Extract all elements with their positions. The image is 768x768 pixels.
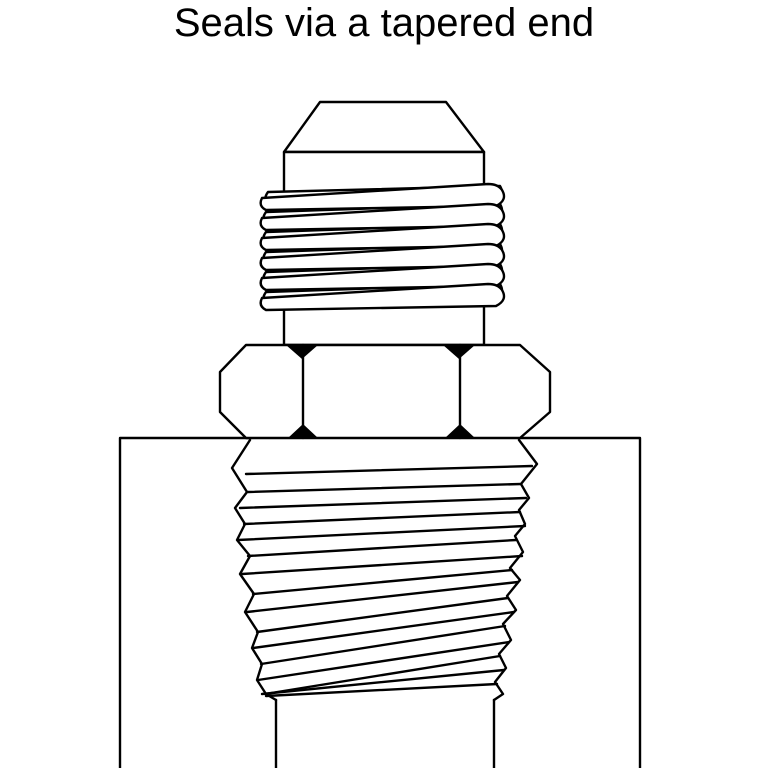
- male-thread-coils: [259, 182, 506, 312]
- female-internal-threads: [230, 438, 539, 702]
- tapered-flare-tip: [282, 100, 486, 154]
- diagram-title: Seals via a tapered end: [173, 1, 595, 45]
- female-port-body: [118, 436, 642, 768]
- hex-nut: [218, 343, 552, 440]
